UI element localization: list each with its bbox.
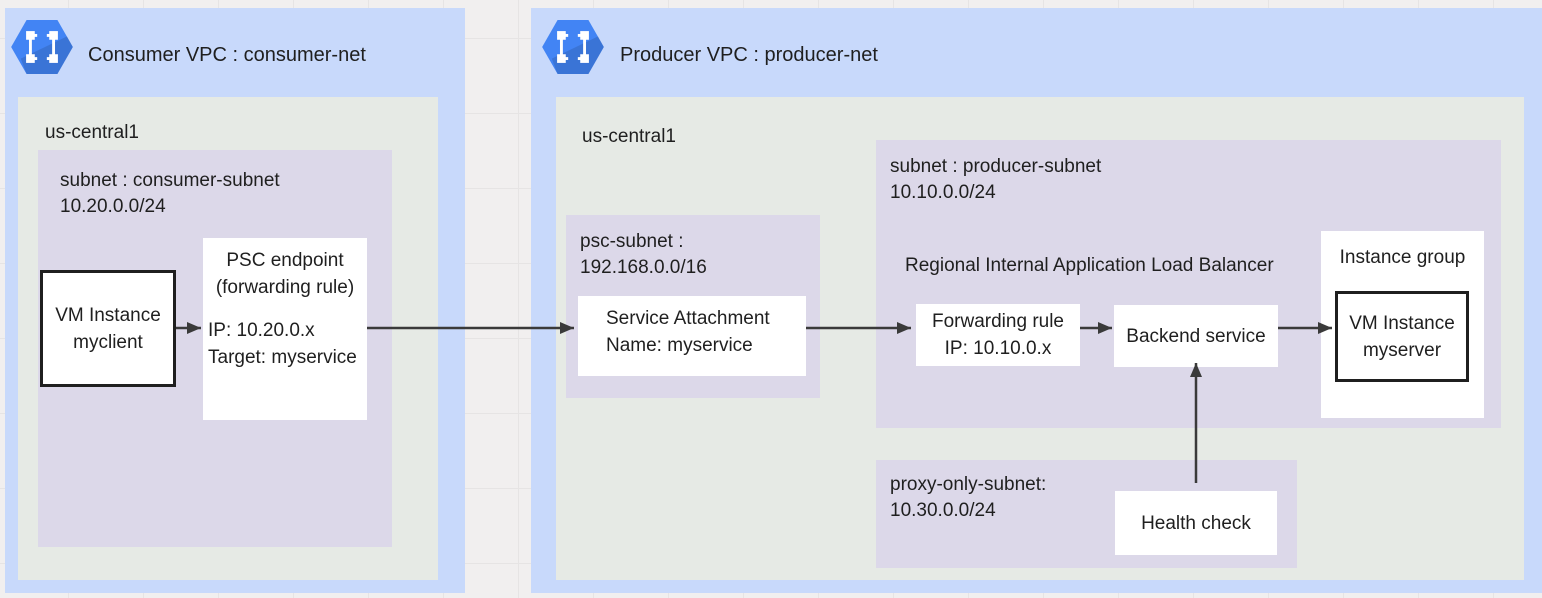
proxy-only-subnet-label: proxy-only-subnet: 10.30.0.0/24 [890,472,1046,524]
consumer-subnet-label: subnet : consumer-subnet 10.20.0.0/24 [60,168,280,220]
producer-subnet-label: subnet : producer-subnet 10.10.0.0/24 [890,154,1101,206]
vm-myclient-line2: myclient [73,331,143,353]
health-check-node: Health check [1115,491,1277,555]
producer-region-label: us-central1 [582,126,676,147]
consumer-region-label: us-central1 [45,122,139,143]
psc-endpoint-ip: IP: 10.20.0.x [208,320,315,341]
service-attachment-line1: Service Attachment [606,308,770,329]
consumer-subnet-label-line1: subnet : consumer-subnet [60,170,280,191]
producer-region-us-central1: us-central1 psc-subnet : 192.168.0.0/16 … [556,97,1524,580]
backend-service-node: Backend service [1114,305,1278,367]
producer-vpc-container: Producer VPC : producer-net us-central1 … [531,8,1542,593]
vm-instance-myserver-node: VM Instance myserver [1335,291,1469,382]
vm-myclient-line1: VM Instance [55,304,161,326]
psc-endpoint-node: PSC endpoint (forwarding rule) IP: 10.20… [203,238,367,420]
psc-subnet-label-line1: psc-subnet : [580,231,684,252]
service-attachment-node: Service Attachment Name: myservice [578,296,806,376]
vpc-hexagon-network-icon [542,20,604,74]
consumer-vpc-container: Consumer VPC : consumer-net us-central1 … [5,8,465,593]
vm-myserver-line1: VM Instance [1349,312,1455,334]
forwarding-rule-node: Forwarding rule IP: 10.10.0.x [916,304,1080,366]
psc-subnet-box: psc-subnet : 192.168.0.0/16 Service Atta… [566,215,820,398]
psc-endpoint-title: PSC endpoint (forwarding rule) [215,250,355,298]
consumer-vpc-title: Consumer VPC : consumer-net [88,44,366,66]
forwarding-rule-line2: IP: 10.10.0.x [944,338,1052,359]
vpc-hexagon-network-icon [11,20,73,74]
psc-subnet-label: psc-subnet : 192.168.0.0/16 [580,229,707,281]
producer-subnet-box: subnet : producer-subnet 10.10.0.0/24 Re… [876,140,1501,428]
backend-service-label: Backend service [1126,325,1266,347]
vm-instance-myclient-node: VM Instance myclient [40,270,176,387]
load-balancer-label: Regional Internal Application Load Balan… [905,255,1274,276]
producer-vpc-title: Producer VPC : producer-net [620,44,878,66]
producer-subnet-label-line1: subnet : producer-subnet [890,156,1102,177]
forwarding-rule-line1: Forwarding rule [932,311,1064,332]
proxy-only-subnet-box: proxy-only-subnet: 10.30.0.0/24 Health c… [876,460,1297,568]
service-attachment-line2: Name: myservice [606,335,753,356]
consumer-region-us-central1: us-central1 subnet : consumer-subnet 10.… [18,97,438,580]
instance-group-node: Instance group VM Instance myserver [1321,231,1484,418]
psc-subnet-label-line2: 192.168.0.0/16 [580,257,707,278]
producer-subnet-label-line2: 10.10.0.0/24 [890,182,996,203]
psc-endpoint-target: Target: myservice [208,347,357,368]
proxy-subnet-label-line1: proxy-only-subnet: [890,474,1047,495]
vm-myserver-line2: myserver [1362,339,1442,361]
consumer-subnet-label-line2: 10.20.0.0/24 [60,196,166,217]
instance-group-title: Instance group [1339,247,1466,268]
proxy-subnet-label-line2: 10.30.0.0/24 [890,500,996,521]
health-check-label: Health check [1141,512,1251,534]
